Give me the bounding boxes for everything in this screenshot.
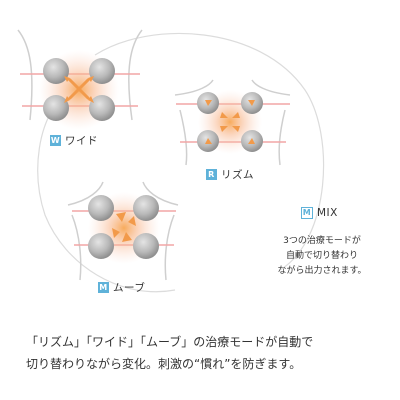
electrode-pad-icon	[88, 195, 114, 221]
mix-badge-icon: M	[301, 207, 313, 219]
orange-arrow-icon	[68, 78, 90, 100]
mix-description-line: ながら出力されます。	[277, 266, 367, 276]
orange-arrow-icon	[112, 212, 136, 242]
electrode-pad-icon	[43, 95, 69, 121]
electrode-pad-icon	[88, 233, 114, 259]
move-label: M ムーブ	[98, 280, 145, 295]
electrode-pad-icon	[133, 233, 159, 259]
rhythm-label: R リズム	[206, 167, 254, 182]
electrode-pad-icon	[133, 195, 159, 221]
move-badge-icon: M	[98, 282, 109, 293]
move-torso	[67, 181, 179, 281]
move-label-text: ムーブ	[113, 282, 146, 294]
wide-label-text: ワイド	[65, 135, 98, 147]
rhythm-label-text: リズム	[221, 169, 254, 181]
wide-torso	[17, 29, 143, 130]
caption-line: 「リズム」「ワイド」「ムーブ」の治療モードが自動で	[26, 335, 314, 349]
caption: 「リズム」「ワイド」「ムーブ」の治療モードが自動で 切り替わりながら変化。刺激の…	[26, 331, 386, 375]
electrode-pad-icon	[43, 58, 69, 84]
electrode-pad-icon	[89, 58, 115, 84]
mix-description-line: 3つの治療モードが	[283, 236, 361, 246]
electrode-pad-icon	[89, 95, 115, 121]
cycle-line	[37, 32, 325, 293]
mix-label-text: MIX	[317, 207, 338, 219]
rhythm-badge-icon: R	[206, 169, 217, 180]
mix-description-line: 自動で切り替わり	[285, 251, 358, 261]
orange-arrow-icon	[205, 100, 255, 144]
wide-label: W ワイド	[50, 133, 98, 148]
caption-line: 切り替わりながら変化。刺激の“慣れ”を防ぎます。	[26, 357, 302, 371]
rhythm-torso	[174, 79, 291, 166]
mix-description: 3つの治療モードが 自動で切り替わり ながら出力されます。	[262, 234, 382, 279]
mix-label: M MIX	[301, 207, 338, 219]
wide-badge-icon: W	[50, 135, 61, 146]
